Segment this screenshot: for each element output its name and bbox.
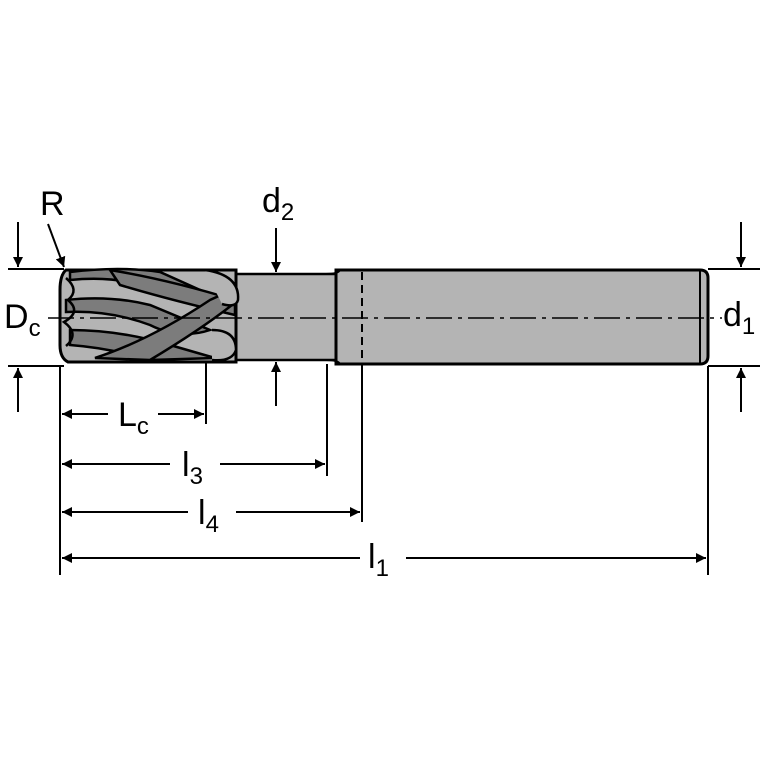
label-dc: Dc — [4, 298, 41, 342]
length-extension-lines — [59, 362, 709, 575]
label-lc: Lc — [118, 396, 149, 440]
cutting-head — [58, 267, 240, 364]
label-d2: d2 — [262, 182, 294, 226]
label-d1: d1 — [723, 296, 755, 340]
diameter-extension-lines — [8, 268, 760, 367]
label-r: R — [40, 185, 65, 223]
r-leader — [47, 223, 66, 268]
label-l4: l4 — [198, 494, 219, 538]
shank — [234, 268, 710, 366]
label-l3: l3 — [182, 446, 203, 490]
label-l1: l1 — [368, 538, 389, 582]
